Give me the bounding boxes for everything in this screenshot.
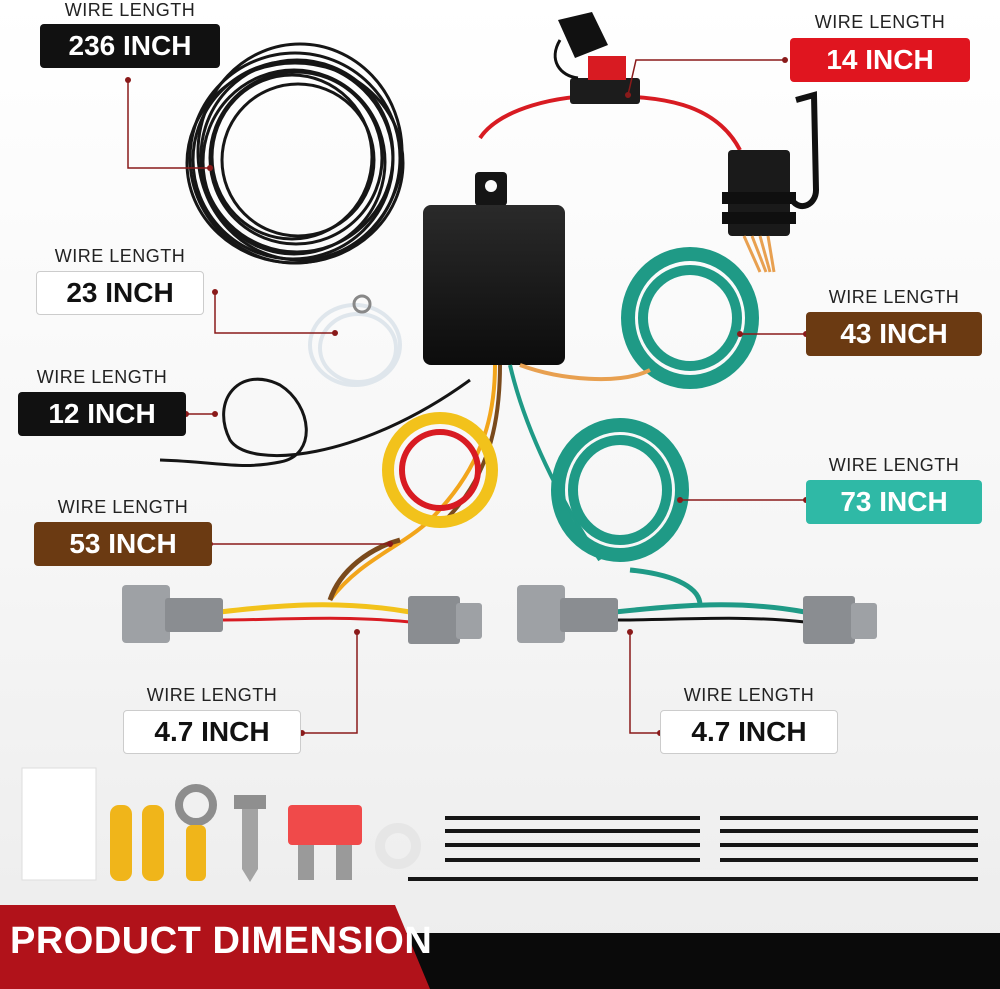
left-t-connector bbox=[122, 537, 482, 644]
label-caption: WIRE LENGTH bbox=[54, 246, 186, 266]
banner-title: PRODUCT DIMENSION bbox=[10, 920, 433, 962]
washer bbox=[375, 823, 421, 869]
label-wire-23: WIRE LENGTH 23 INCH bbox=[36, 246, 204, 315]
butt-connector-2 bbox=[142, 805, 164, 881]
control-module bbox=[423, 172, 565, 365]
leader-4-7-left bbox=[302, 632, 358, 734]
label-wire-14: WIRE LENGTH 14 INCH bbox=[790, 12, 970, 82]
ring-terminal bbox=[175, 784, 217, 881]
label-value: 14 INCH bbox=[790, 38, 970, 82]
adhesive-pad bbox=[21, 767, 97, 881]
label-wire-236: WIRE LENGTH 236 INCH bbox=[40, 0, 220, 68]
four-pin-connector bbox=[722, 91, 820, 273]
teal-wire-coil-lower bbox=[551, 418, 689, 562]
label-value: 73 INCH bbox=[806, 480, 982, 524]
right-t-connector bbox=[517, 567, 877, 644]
label-wire-4-7-right: WIRE LENGTH 4.7 INCH bbox=[660, 685, 838, 754]
label-value: 4.7 INCH bbox=[123, 710, 301, 754]
leader-23 bbox=[214, 292, 335, 334]
label-value: 43 INCH bbox=[806, 312, 982, 356]
fuse-holder bbox=[478, 12, 742, 151]
self-tapping-screw bbox=[234, 795, 266, 882]
label-caption: WIRE LENGTH bbox=[64, 0, 196, 20]
label-caption: WIRE LENGTH bbox=[36, 367, 168, 387]
label-wire-43: WIRE LENGTH 43 INCH bbox=[806, 287, 982, 356]
butt-connector-1 bbox=[110, 805, 132, 881]
label-wire-4-7-left: WIRE LENGTH 4.7 INCH bbox=[123, 685, 301, 754]
label-caption: WIRE LENGTH bbox=[814, 12, 946, 32]
black-lead-wire bbox=[159, 377, 471, 467]
label-caption: WIRE LENGTH bbox=[57, 497, 189, 517]
label-caption: WIRE LENGTH bbox=[683, 685, 815, 705]
blade-fuse bbox=[288, 805, 362, 880]
teal-wire-coil-upper bbox=[621, 247, 759, 389]
leader-lines bbox=[127, 59, 806, 734]
leader-14 bbox=[627, 59, 785, 96]
label-value: 4.7 INCH bbox=[660, 710, 838, 754]
bottom-banner bbox=[0, 905, 1000, 989]
label-value: 12 INCH bbox=[18, 392, 186, 436]
leader-4-7-right bbox=[629, 632, 660, 734]
leader-236 bbox=[127, 80, 210, 169]
label-wire-12: WIRE LENGTH 12 INCH bbox=[18, 367, 186, 436]
label-wire-53: WIRE LENGTH 53 INCH bbox=[34, 497, 212, 566]
label-caption: WIRE LENGTH bbox=[828, 287, 960, 307]
yellow-red-wire-coil bbox=[382, 412, 498, 528]
label-caption: WIRE LENGTH bbox=[828, 455, 960, 475]
accessories bbox=[21, 767, 978, 882]
black-wire-coil bbox=[185, 42, 405, 265]
label-value: 53 INCH bbox=[34, 522, 212, 566]
label-value: 236 INCH bbox=[40, 24, 220, 68]
label-caption: WIRE LENGTH bbox=[146, 685, 278, 705]
white-ground-wire bbox=[308, 294, 402, 387]
cable-ties bbox=[408, 816, 978, 881]
label-value: 23 INCH bbox=[36, 271, 204, 315]
label-wire-73: WIRE LENGTH 73 INCH bbox=[806, 455, 982, 524]
